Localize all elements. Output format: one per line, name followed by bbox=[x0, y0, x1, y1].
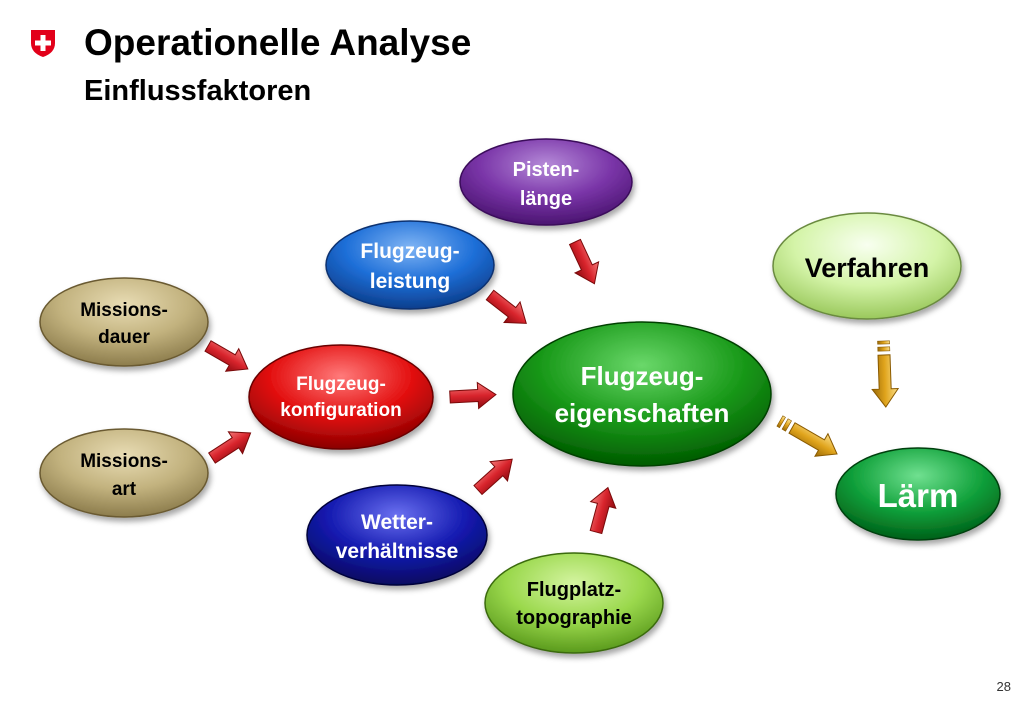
arrow-flugzeugleistung-to-eigenschaften bbox=[481, 284, 535, 335]
node-verfahren: Verfahren bbox=[772, 212, 962, 320]
node-label: Missions- bbox=[80, 300, 168, 321]
node-label: Pisten- bbox=[513, 159, 580, 181]
node-label: Missions- bbox=[80, 451, 168, 472]
arrow-missionsart-to-konfiguration bbox=[204, 421, 259, 470]
node-label: Verfahren bbox=[805, 253, 930, 283]
node-flugzeugleistung: Flugzeug- leistung bbox=[325, 220, 495, 310]
arrow-pistenlaenge-to-eigenschaften bbox=[562, 236, 607, 290]
node-label: Flugplatz- bbox=[527, 579, 621, 601]
node-label: art bbox=[112, 479, 137, 500]
arrow-topographie-to-eigenschaften bbox=[582, 483, 621, 536]
node-pistenlaenge: Pisten- länge bbox=[459, 138, 633, 226]
node-label: Wetter- bbox=[361, 511, 433, 534]
page-subtitle: Einflussfaktoren bbox=[84, 75, 312, 107]
node-flugzeugkonfiguration: Flugzeug- konfiguration bbox=[248, 344, 434, 450]
node-flugplatztopographie: Flugplatz- topographie bbox=[484, 552, 664, 654]
node-label: dauer bbox=[98, 327, 150, 348]
node-wetterverhaeltnisse: Wetter- verhältnisse bbox=[306, 484, 488, 586]
arrow-konfiguration-to-eigenschaften bbox=[448, 381, 498, 411]
swiss-cross-icon bbox=[31, 30, 55, 57]
node-missionsdauer: Missions- dauer bbox=[39, 277, 209, 367]
page-number: 28 bbox=[996, 679, 1011, 694]
page-title: Operationelle Analyse bbox=[84, 22, 472, 63]
node-laerm: Lärm bbox=[835, 447, 1001, 541]
arrow-eigenschaften-to-laerm bbox=[772, 409, 845, 466]
node-label: verhältnisse bbox=[336, 540, 459, 563]
node-label: leistung bbox=[370, 270, 451, 293]
node-missionsart: Missions- art bbox=[39, 428, 209, 518]
arrow-missionsdauer-to-konfiguration bbox=[201, 334, 255, 381]
node-flugzeugeigenschaften: Flugzeug- eigenschaften bbox=[512, 321, 772, 467]
node-label: Flugzeug- bbox=[296, 374, 386, 395]
node-label: eigenschaften bbox=[555, 398, 730, 428]
node-label: Flugzeug- bbox=[581, 361, 704, 391]
node-label: Lärm bbox=[878, 477, 959, 514]
arrow-verfahren-to-laerm bbox=[870, 340, 900, 408]
node-label: Flugzeug- bbox=[360, 240, 459, 263]
node-label: länge bbox=[520, 188, 572, 210]
node-label: konfiguration bbox=[280, 400, 401, 421]
node-label: topographie bbox=[516, 607, 632, 629]
arrow-wetter-to-eigenschaften bbox=[468, 449, 522, 501]
